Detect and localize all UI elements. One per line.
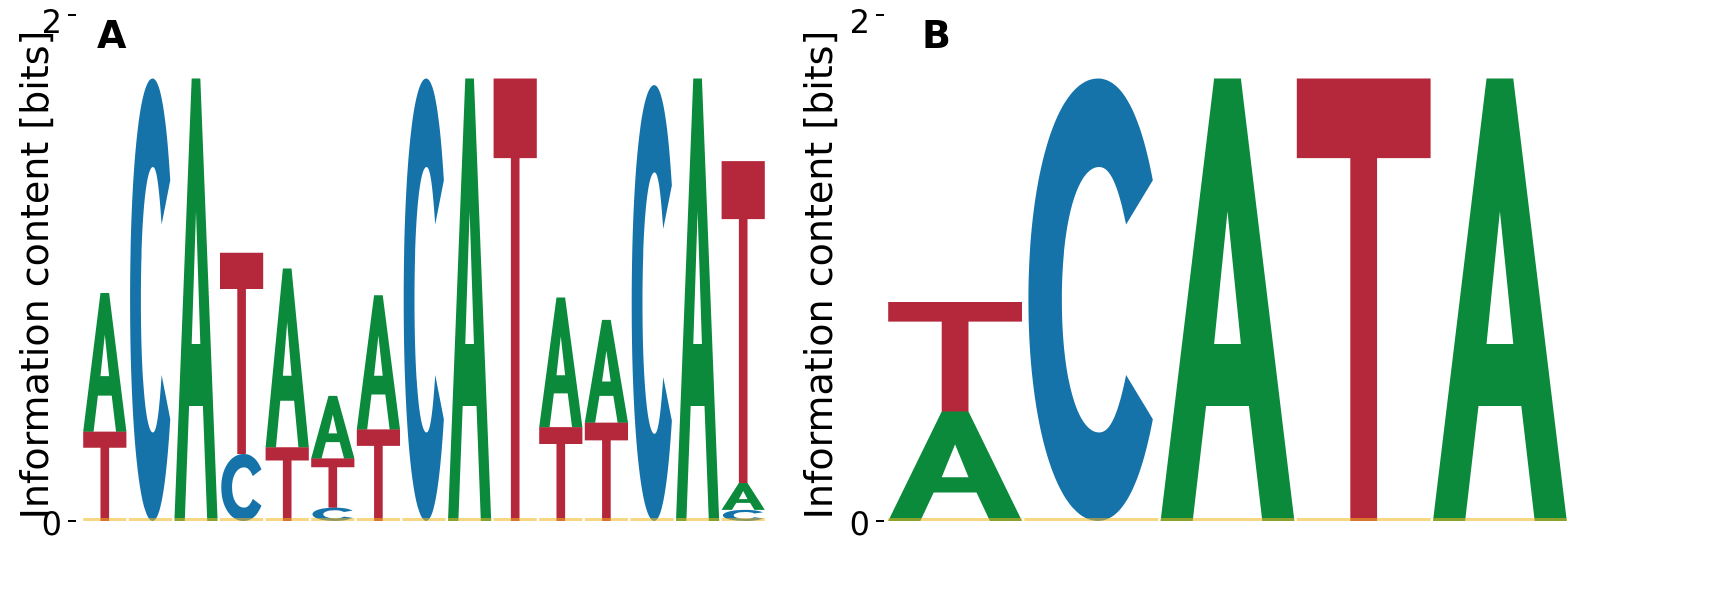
logo-letter-c-pos2-1	[1028, 78, 1153, 521]
logo-letter-t-pos4-1	[1296, 78, 1431, 521]
logo-letter-a-pos5-2	[265, 268, 309, 448]
logo-letter-t-pos10-1	[493, 78, 537, 521]
logo-baseline-sliver-pos2	[1024, 518, 1159, 521]
logo-letter-t-pos12-1	[584, 422, 628, 521]
logo-baseline-sliver-pos1	[83, 518, 127, 521]
logo-letter-t-pos15-3	[721, 161, 765, 484]
logo-baseline-sliver-pos3	[1160, 518, 1295, 521]
logo-letter-c-pos6-1	[312, 507, 353, 521]
logo-letter-c-pos4-1	[221, 453, 262, 521]
logo-baseline-sliver-pos6	[311, 518, 355, 521]
logo-letter-t-pos11-1	[539, 427, 583, 521]
logo-letter-t-pos1-1	[83, 431, 127, 521]
logo-baseline-sliver-pos10	[493, 518, 537, 521]
logo-letter-a-pos3-1	[174, 78, 218, 521]
logo-letter-a-pos1-1	[888, 411, 1022, 521]
logo-panel-b: B Information content [bits] 2 0	[797, 3, 1567, 543]
logo-baseline-sliver-pos5	[1433, 518, 1567, 521]
logo-letter-a-pos11-2	[539, 297, 583, 428]
logo-baseline-sliver-pos8	[402, 518, 446, 521]
logo-baseline-sliver-pos11	[539, 518, 583, 521]
logo-letter-t-pos1-2	[888, 301, 1022, 412]
y-tick-label-a-top: 2	[42, 3, 62, 41]
y-tick-label-b-bottom: 0	[850, 505, 870, 543]
y-axis-label-b: Information content [bits]	[797, 31, 841, 520]
y-tick-label-a-bottom: 0	[42, 505, 62, 543]
logo-letter-t-pos5-1	[265, 447, 309, 521]
logo-letter-c-pos13-1	[631, 85, 672, 522]
logo-letter-a-pos7-2	[356, 295, 400, 430]
logo-letter-a-pos5-1	[1433, 78, 1567, 521]
logo-letter-a-pos3-1	[1160, 78, 1295, 521]
logo-baseline-sliver-pos4	[1296, 518, 1431, 521]
logo-baseline-sliver-pos13	[630, 518, 674, 521]
logo-letter-a-pos14-1	[676, 78, 720, 521]
logo-baseline-sliver-pos12	[584, 518, 628, 521]
logo-letter-c-pos2-1	[130, 78, 171, 521]
logo-panel-a: A Information content [bits] 2 0	[13, 3, 765, 543]
logo-baseline-sliver-pos9	[448, 518, 492, 521]
logo-baseline-sliver-pos4	[220, 518, 264, 521]
logo-baseline-sliver-pos2	[128, 518, 172, 521]
logo-letter-t-pos4-2	[220, 252, 264, 454]
logo-baseline-sliver-pos14	[676, 518, 720, 521]
logo-letter-a-pos12-2	[584, 319, 628, 423]
logo-baseline-sliver-pos7	[356, 518, 400, 521]
panel-letter-b: B	[922, 13, 951, 57]
logo-letters-a	[83, 78, 765, 522]
logo-letter-t-pos7-1	[356, 429, 400, 521]
y-tick-label-b-top: 2	[850, 3, 870, 41]
panel-letter-a: A	[97, 13, 127, 57]
y-axis-label-a: Information content [bits]	[13, 31, 57, 520]
logo-letter-t-pos6-2	[311, 458, 355, 508]
logo-letter-a-pos9-1	[448, 78, 492, 521]
logo-baseline-sliver-pos3	[174, 518, 218, 521]
logo-baseline-sliver-pos5	[265, 518, 309, 521]
logo-letters-b	[888, 78, 1567, 521]
logo-letter-a-pos1-2	[83, 293, 127, 432]
logo-letter-a-pos15-2	[721, 483, 765, 510]
logo-baseline-sliver-pos1	[888, 518, 1022, 521]
logo-letter-a-pos6-3	[311, 395, 355, 459]
logo-letter-c-pos8-1	[403, 78, 444, 521]
logo-baseline-sliver-pos15	[721, 518, 765, 521]
